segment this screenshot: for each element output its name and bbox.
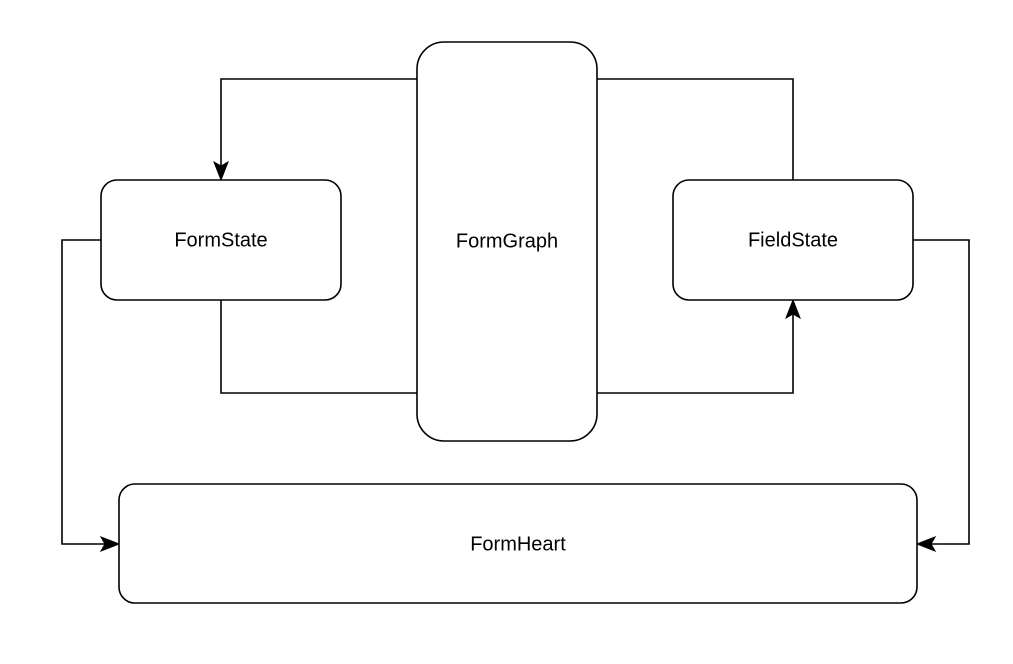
node-formgraph[interactable]: FormGraph [416, 41, 598, 442]
edge-fieldstate-to-formgraph-top [597, 78, 794, 180]
node-fieldstate-label: FieldState [748, 229, 838, 251]
edge-fieldstate-to-formheart [913, 239, 970, 552]
node-formgraph-label: FormGraph [456, 230, 558, 252]
node-formstate[interactable]: FormState [100, 179, 342, 301]
node-fieldstate[interactable]: FieldState [672, 179, 914, 301]
arrowhead-up-icon [785, 298, 801, 320]
edge-formgraph-to-formstate [213, 78, 417, 182]
edge-formstate-to-fieldstate [220, 298, 801, 394]
arrowhead-down-icon [213, 160, 229, 182]
edge-formstate-to-formheart [61, 239, 121, 552]
arrowhead-right-icon [99, 536, 121, 552]
node-formheart-label: FormHeart [470, 533, 566, 555]
arrowhead-left-icon [915, 536, 937, 552]
node-formstate-label: FormState [174, 229, 267, 251]
node-formheart[interactable]: FormHeart [118, 483, 918, 604]
